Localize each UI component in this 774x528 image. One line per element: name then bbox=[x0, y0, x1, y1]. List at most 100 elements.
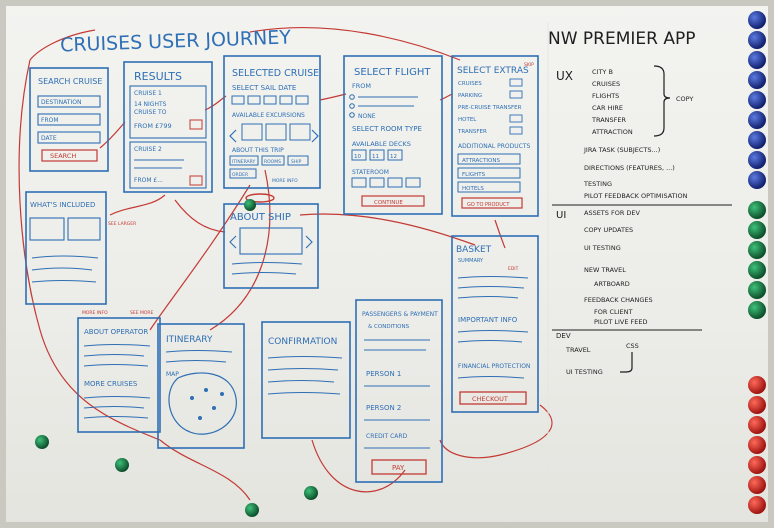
magnet-green bbox=[304, 486, 318, 500]
magnet-red bbox=[748, 376, 766, 394]
ux-item: TRANSFER bbox=[591, 116, 627, 124]
magnet-green bbox=[748, 201, 766, 219]
magnet-blue bbox=[748, 71, 766, 89]
connector-left bbox=[18, 59, 161, 441]
connector-extras-basket bbox=[494, 219, 506, 249]
screen-frame bbox=[223, 203, 319, 289]
screen-title: ABOUT SHIP bbox=[230, 212, 291, 223]
note-more-info-operator: MORE INFO bbox=[82, 310, 108, 316]
connector-pay-confirmation bbox=[311, 439, 406, 493]
radio-icon bbox=[349, 112, 355, 118]
magnet-green bbox=[245, 503, 259, 517]
screen-frame bbox=[223, 55, 321, 189]
extra-item: TRANSFER bbox=[457, 129, 487, 135]
ui-item: FEEDBACK CHANGES bbox=[584, 296, 653, 304]
ui-item: ASSETS FOR DEV bbox=[584, 209, 641, 217]
map-pin-icon bbox=[220, 392, 224, 396]
ux-task: DIRECTIONS (FEATURES, ...) bbox=[584, 164, 675, 172]
ux-item: FLIGHTS bbox=[592, 92, 619, 100]
screen-title: ABOUT OPERATOR bbox=[84, 328, 148, 336]
screen-results: RESULTS CRUISE 1 14 NIGHTS CRUISE TO FRO… bbox=[123, 61, 213, 193]
screen-title: RESULTS bbox=[134, 70, 182, 83]
note-more-info: MORE INFO bbox=[272, 178, 298, 184]
dev-item: TRAVEL bbox=[565, 346, 591, 354]
ship-image bbox=[239, 227, 303, 255]
result-line: 14 NIGHTS bbox=[134, 101, 167, 108]
radio-icon bbox=[349, 103, 355, 109]
extra-item: PRE-CRUISE TRANSFER bbox=[458, 105, 522, 111]
text-lines bbox=[83, 344, 151, 367]
result-line: CRUISE TO bbox=[134, 109, 167, 116]
magnet-green bbox=[748, 261, 766, 279]
map-label: MAP bbox=[166, 371, 179, 378]
result-card bbox=[129, 141, 207, 189]
ui-item: FOR CLIENT bbox=[594, 308, 632, 316]
brace-note: COPY bbox=[676, 95, 693, 103]
ux-label: UX bbox=[556, 69, 573, 83]
screen-title: SEARCH CRUISE bbox=[38, 77, 102, 86]
ux-task: PILOT FEEDBACK OPTIMISATION bbox=[584, 192, 688, 200]
result-title: CRUISE 1 bbox=[134, 90, 162, 97]
connector-search-results bbox=[99, 121, 126, 149]
chevron-right-icon bbox=[305, 235, 313, 249]
magnet-green bbox=[115, 458, 129, 472]
extra-item: PARKING bbox=[458, 93, 482, 99]
text-lines bbox=[267, 356, 343, 395]
connector-top-right bbox=[249, 27, 461, 61]
decks-label: AVAILABLE DECKS bbox=[352, 140, 411, 148]
magnet-green bbox=[35, 435, 49, 449]
screen-frame bbox=[451, 235, 539, 413]
magnet-blue bbox=[748, 11, 766, 29]
screen-title: CONFIRMATION bbox=[268, 337, 337, 347]
product-label: HOTELS bbox=[462, 186, 484, 192]
sail-date-label: SELECT SAIL DATE bbox=[232, 84, 296, 92]
chevron-left-icon bbox=[229, 129, 237, 143]
screen-frame bbox=[355, 299, 443, 483]
ui-label: UI bbox=[556, 210, 566, 221]
note-see-more: SEE LARGER bbox=[108, 221, 136, 227]
order-label: ORDER bbox=[232, 172, 248, 178]
map-pin-icon bbox=[190, 396, 194, 400]
text-lines bbox=[83, 396, 151, 419]
deck-number: 10 bbox=[354, 154, 361, 160]
ux-item: CITY B bbox=[592, 68, 613, 76]
tab-rooms bbox=[261, 155, 285, 166]
magnet-blue bbox=[748, 51, 766, 69]
go-to-product-button bbox=[461, 197, 523, 209]
product-label: ATTRACTIONS bbox=[462, 158, 500, 164]
extra-item: CRUISES bbox=[458, 81, 482, 87]
magnet-red bbox=[748, 396, 766, 414]
text-lines bbox=[31, 255, 99, 283]
screen-itinerary: ITINERARY MAP bbox=[157, 323, 245, 449]
magnet-green bbox=[748, 281, 766, 299]
magnet-blue bbox=[748, 91, 766, 109]
connector-operator bbox=[149, 184, 251, 331]
app-notes: NW PREMIER APP UX CITY B CRUISES FLIGHTS… bbox=[548, 29, 732, 376]
deck-number: 11 bbox=[372, 154, 379, 160]
checkout-button bbox=[459, 391, 527, 405]
screen-frame bbox=[123, 61, 213, 193]
order-box bbox=[229, 168, 257, 179]
excursions-label: AVAILABLE EXCURSIONS bbox=[232, 112, 305, 119]
tab-itinerary bbox=[229, 155, 259, 166]
text-lines bbox=[165, 350, 233, 363]
screen-selected-cruise: SELECTED CRUISE SELECT SAIL DATE AVAILAB… bbox=[223, 55, 321, 203]
skip-link: SKIP bbox=[524, 62, 534, 68]
destination-label: DESTINATION bbox=[41, 99, 81, 106]
product-label: FLIGHTS bbox=[462, 172, 486, 178]
screen-frame bbox=[261, 321, 351, 439]
note-see-more-itinerary: SEE MORE bbox=[130, 310, 154, 316]
result-button bbox=[189, 119, 203, 130]
excursion-card bbox=[241, 123, 263, 141]
person-1-label: PERSON 1 bbox=[366, 370, 401, 378]
ui-list: ASSETS FOR DEV COPY UPDATES UI TESTING N… bbox=[584, 209, 653, 326]
connector-checkout-pay bbox=[439, 404, 553, 459]
edit-link: EDIT bbox=[508, 266, 519, 272]
destination-field bbox=[37, 95, 101, 108]
search-button bbox=[41, 149, 98, 162]
magnet-blue bbox=[748, 111, 766, 129]
map-area bbox=[168, 372, 237, 435]
connector-results-ship bbox=[174, 199, 226, 233]
ui-item: COPY UPDATES bbox=[584, 226, 633, 234]
screen-select-extras: SELECT EXTRAS SKIP CRUISES PARKING PRE-C… bbox=[451, 55, 539, 217]
